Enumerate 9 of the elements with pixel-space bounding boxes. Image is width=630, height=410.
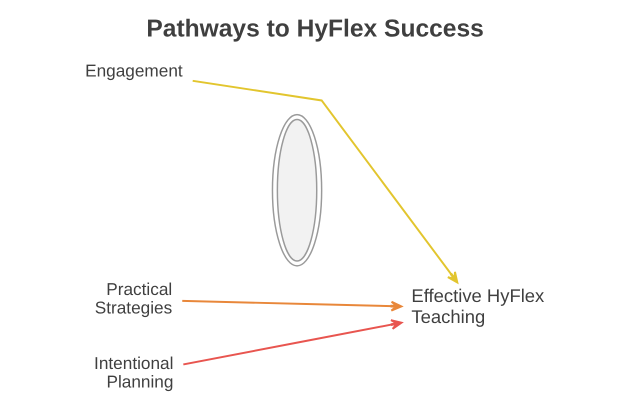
node-text: Engagement	[84, 60, 182, 81]
node-text: Effective HyFlex Teaching	[410, 285, 544, 328]
node-lens	[271, 114, 322, 267]
arrow	[192, 80, 458, 284]
diagram-title: Pathways to HyFlex Success	[146, 16, 484, 43]
arrow	[182, 300, 402, 312]
node-text: Intentional Planning	[94, 352, 173, 392]
node-text: Practical Strategies	[94, 279, 172, 318]
arrow	[182, 319, 402, 366]
